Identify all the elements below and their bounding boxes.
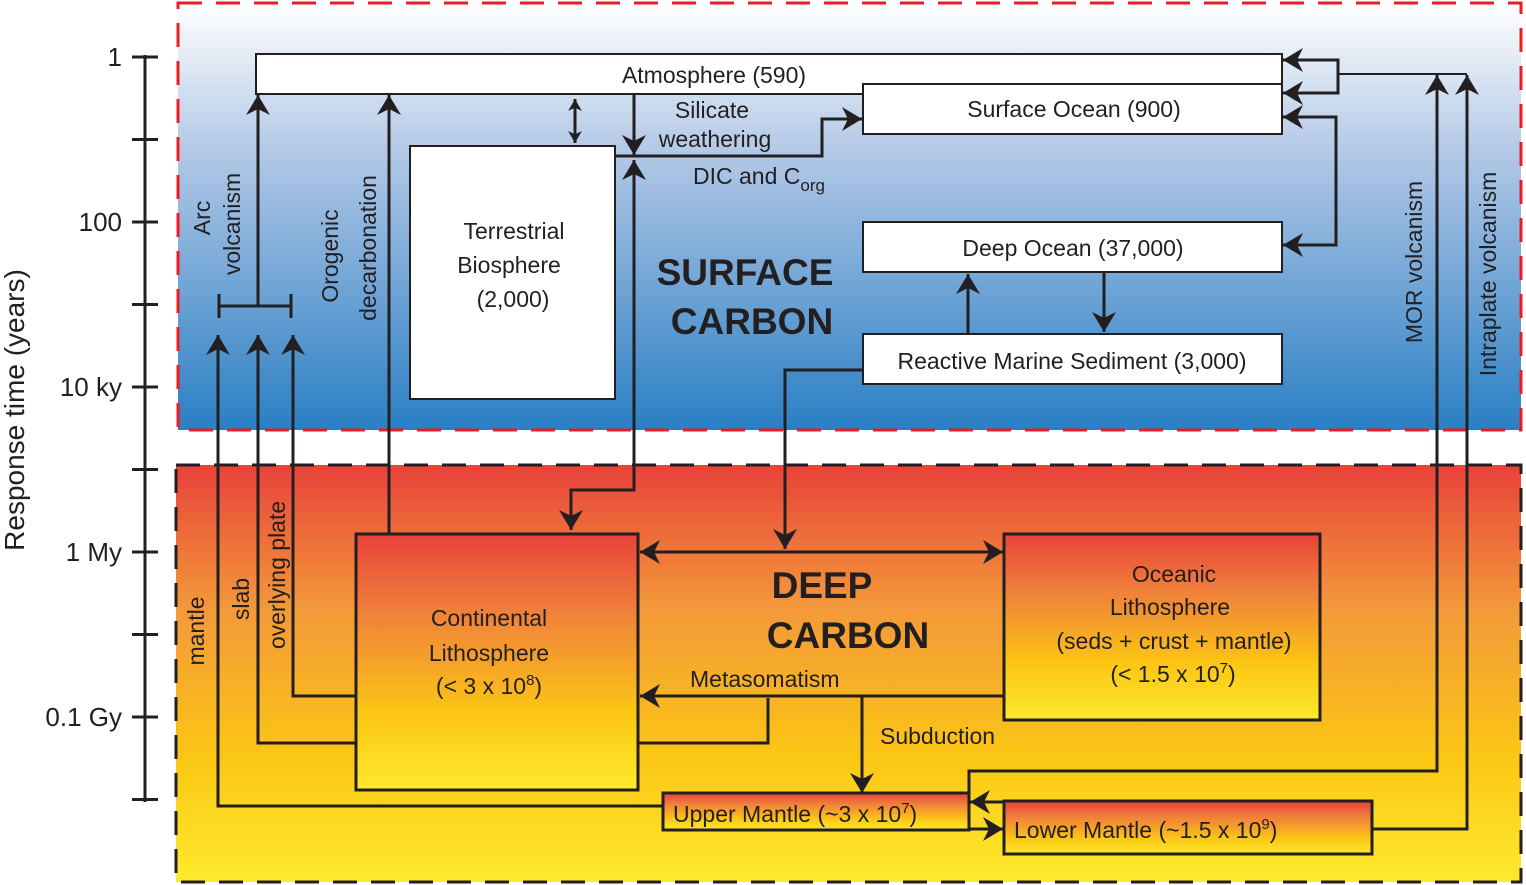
continental-label-line3: (< 3 x 108) <box>436 672 542 699</box>
orogenic-label-line1: Orogenic <box>317 209 343 302</box>
silicate-weathering-label-line2: weathering <box>658 126 772 152</box>
surface-carbon-title-line1: SURFACE <box>657 252 834 293</box>
arc-volcanism-label-line2: volcanism <box>219 173 245 275</box>
sediment-to-deep-carbon-arrow <box>773 368 862 549</box>
axis-label: Response time (years) <box>0 269 30 551</box>
response-time-axis: 1 100 10 ky 1 My 0.1 Gy Response time (years… <box>0 42 158 802</box>
reservoir-lower-mantle: Lower Mantle (~1.5 x 109) <box>1002 799 1374 856</box>
biosphere-label-line1: Terrestrial <box>464 218 565 244</box>
overlying-plate-label: overlying plate <box>264 501 290 649</box>
lower-mantle-label: Lower Mantle (~1.5 x 109) <box>1014 816 1277 843</box>
dic-corg-label: DIC and Corg <box>693 163 825 195</box>
reservoir-continental-lithosphere: Continental Lithosphere (< 3 x 108) <box>354 532 640 792</box>
dic-corg-arrow <box>616 107 862 158</box>
volcanism-split <box>1283 48 1340 105</box>
reservoir-upper-mantle: Upper Mantle (~3 x 107) <box>661 791 971 832</box>
flux-connectors <box>206 48 1479 841</box>
metasomatism-label: Metasomatism <box>690 666 840 692</box>
overlying-plate-arrow <box>281 335 356 698</box>
surface-ocean-label: Surface Ocean (900) <box>967 96 1181 122</box>
mor-volcanism-label: MOR volcanism <box>1401 181 1427 343</box>
silicate-weathering-label-line1: Silicate <box>675 97 749 123</box>
subduction-label: Subduction <box>880 723 995 749</box>
surface-deep-ocean-exchange-arrow <box>1283 105 1338 257</box>
surface-carbon-title-line2: CARBON <box>671 301 833 342</box>
mantle-arrow <box>206 335 663 808</box>
deep-ocean-label: Deep Ocean (37,000) <box>962 235 1183 261</box>
axis-tick-label: 0.1 Gy <box>45 702 122 732</box>
reservoir-deep-ocean: Deep Ocean (37,000) <box>862 221 1283 273</box>
biosphere-label-line3: (2,000) <box>477 286 550 312</box>
deep-carbon-title-line2: CARBON <box>767 615 929 656</box>
intraplate-volcanism-label: Intraplate volcanism <box>1475 172 1501 377</box>
slab-subduction-link <box>638 698 770 745</box>
weathering-lithosphere-arrow <box>559 160 646 530</box>
mantle-label: mantle <box>183 596 209 665</box>
biosphere-label-line2: Biosphere <box>457 252 561 278</box>
axis-tick-label: 100 <box>79 207 122 237</box>
slab-label: slab <box>228 578 254 620</box>
reservoir-atmosphere: Atmosphere (590) <box>255 53 1283 95</box>
continental-label-line1: Continental <box>431 605 547 631</box>
oceanic-label-line3: (seds + crust + mantle) <box>1056 628 1291 654</box>
axis-tick-label: 1 <box>108 42 122 72</box>
mor-volcanism-arrow <box>967 75 1449 797</box>
oceanic-label-line1: Oceanic <box>1132 561 1216 587</box>
axis-tick-label: 10 ky <box>60 372 122 402</box>
reservoir-reactive-marine-sediment: Reactive Marine Sediment (3,000) <box>862 333 1283 385</box>
deep-carbon-title-line1: DEEP <box>772 565 873 606</box>
arc-volcanism-label-line1: Arc <box>189 201 215 236</box>
continental-label-line2: Lithosphere <box>429 640 549 666</box>
oceanic-label-line2: Lithosphere <box>1110 594 1230 620</box>
upper-mantle-label: Upper Mantle (~3 x 107) <box>673 800 917 827</box>
reservoir-oceanic-lithosphere: Oceanic Lithosphere (seds + crust + mant… <box>1002 532 1322 722</box>
orogenic-label-line2: decarbonation <box>355 175 381 321</box>
oceanic-label-line4: (< 1.5 x 107) <box>1110 660 1235 687</box>
slab-arrow <box>246 335 356 745</box>
sediment-label: Reactive Marine Sediment (3,000) <box>898 348 1247 374</box>
atmosphere-label: Atmosphere (590) <box>622 62 806 88</box>
reservoir-surface-ocean: Surface Ocean (900) <box>862 83 1283 135</box>
axis-tick-label: 1 My <box>66 537 122 567</box>
reservoir-terrestrial-biosphere: Terrestrial Biosphere (2,000) <box>409 145 616 400</box>
